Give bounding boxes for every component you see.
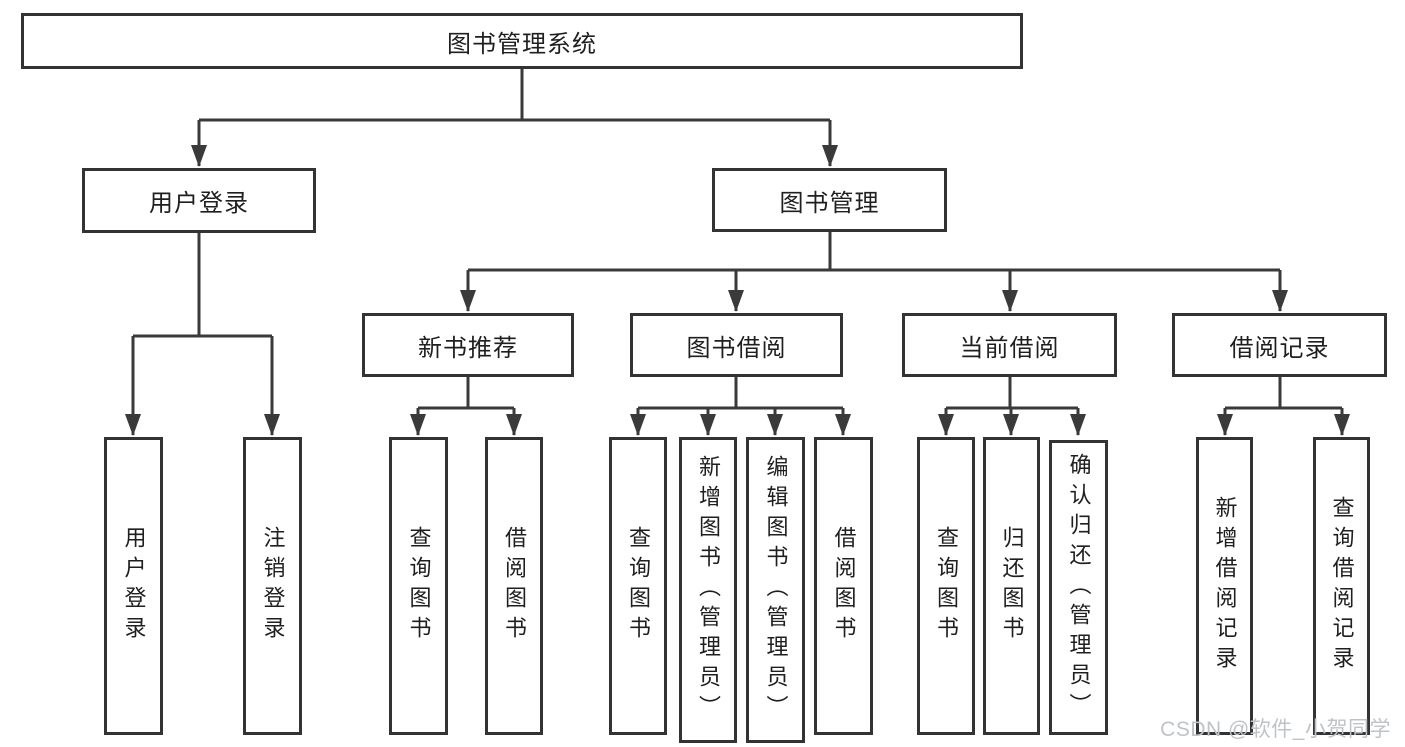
node-label: 注销登录 [260, 526, 286, 646]
node-label: 查询借阅记录 [1329, 496, 1355, 676]
node-new-book-recommendation: 新书推荐 [362, 313, 574, 377]
node-library-management-system: 图书管理系统 [21, 13, 1023, 69]
node-query-books-recommendation: 查询图书 [389, 437, 448, 735]
node-book-borrowing: 图书借阅 [630, 313, 843, 377]
watermark-text: CSDN @软件_小贺同学 [1160, 718, 1391, 741]
node-label: 借阅图书 [831, 526, 857, 646]
node-label: 图书管理 [779, 189, 880, 217]
node-query-books-current: 查询图书 [917, 437, 975, 735]
node-label: 用户登录 [149, 190, 249, 217]
node-label: 新书推荐 [418, 334, 518, 362]
node-borrow-books-leaf: 借阅图书 [814, 437, 873, 735]
node-label: 当前借阅 [959, 334, 1060, 362]
node-label: 借阅图书 [502, 526, 527, 646]
node-add-borrow-record: 新增借阅记录 [1196, 437, 1253, 735]
node-label: 查询图书 [626, 526, 651, 646]
node-label: 查询图书 [934, 526, 959, 646]
node-label: 借阅记录 [1229, 334, 1330, 362]
node-return-books: 归还图书 [983, 437, 1040, 735]
node-label: 查询图书 [406, 526, 432, 646]
node-user-login-leaf: 用户登录 [104, 437, 163, 735]
node-book-management: 图书管理 [712, 168, 947, 232]
node-query-books-borrowing: 查询图书 [609, 437, 667, 735]
node-edit-books-admin: 编辑图书（管理员） [746, 437, 805, 743]
node-label: 编辑图书（管理员） [763, 455, 789, 725]
node-borrow-books-recommendation: 借阅图书 [485, 437, 543, 735]
node-borrowing-records: 借阅记录 [1172, 313, 1387, 377]
node-add-books-admin: 新增图书（管理员） [679, 437, 737, 743]
node-label: 新增借阅记录 [1212, 496, 1238, 676]
node-label: 新增图书（管理员） [696, 455, 721, 725]
node-label: 确认归还（管理员） [1066, 452, 1092, 723]
node-label: 图书借阅 [686, 334, 787, 362]
node-current-borrowing: 当前借阅 [902, 313, 1117, 377]
node-query-borrow-record: 查询借阅记录 [1313, 437, 1370, 735]
node-confirm-return-admin: 确认归还（管理员） [1049, 440, 1108, 735]
node-logout: 注销登录 [243, 437, 302, 735]
node-label: 归还图书 [999, 526, 1025, 646]
node-label: 用户登录 [121, 526, 147, 646]
node-label: 图书管理系统 [447, 30, 597, 58]
node-user-login: 用户登录 [82, 168, 316, 233]
